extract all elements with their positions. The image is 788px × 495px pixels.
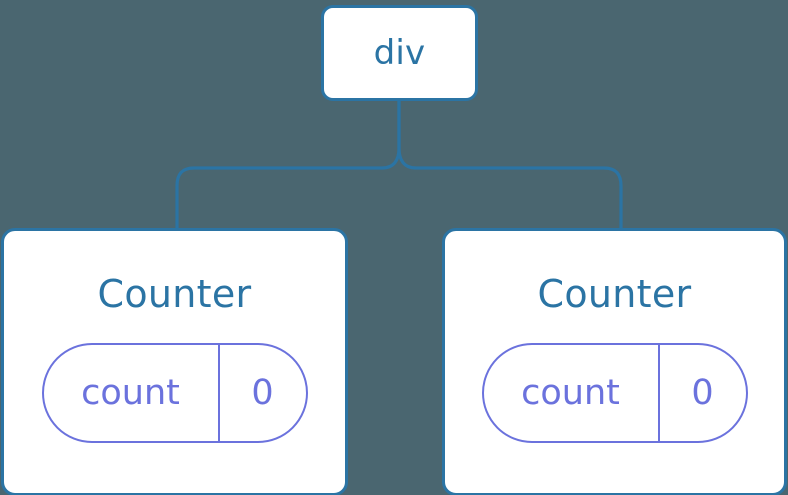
state-value-left: 0 xyxy=(217,345,306,441)
node-counter-right-title: Counter xyxy=(537,272,692,316)
state-pill-right[interactable]: count 0 xyxy=(481,343,748,443)
state-key-left: count xyxy=(81,372,180,413)
connector-to-right-child xyxy=(397,98,623,234)
node-counter-right[interactable]: Counter count 0 xyxy=(442,228,787,495)
node-counter-left[interactable]: Counter count 0 xyxy=(1,228,348,495)
state-key-right: count xyxy=(521,372,620,413)
connector-to-left-child xyxy=(175,98,401,234)
node-div-label: div xyxy=(373,33,426,73)
node-div[interactable]: div xyxy=(321,5,478,101)
node-counter-left-title: Counter xyxy=(97,272,252,316)
state-value-right: 0 xyxy=(657,345,746,441)
state-pill-left[interactable]: count 0 xyxy=(41,343,308,443)
